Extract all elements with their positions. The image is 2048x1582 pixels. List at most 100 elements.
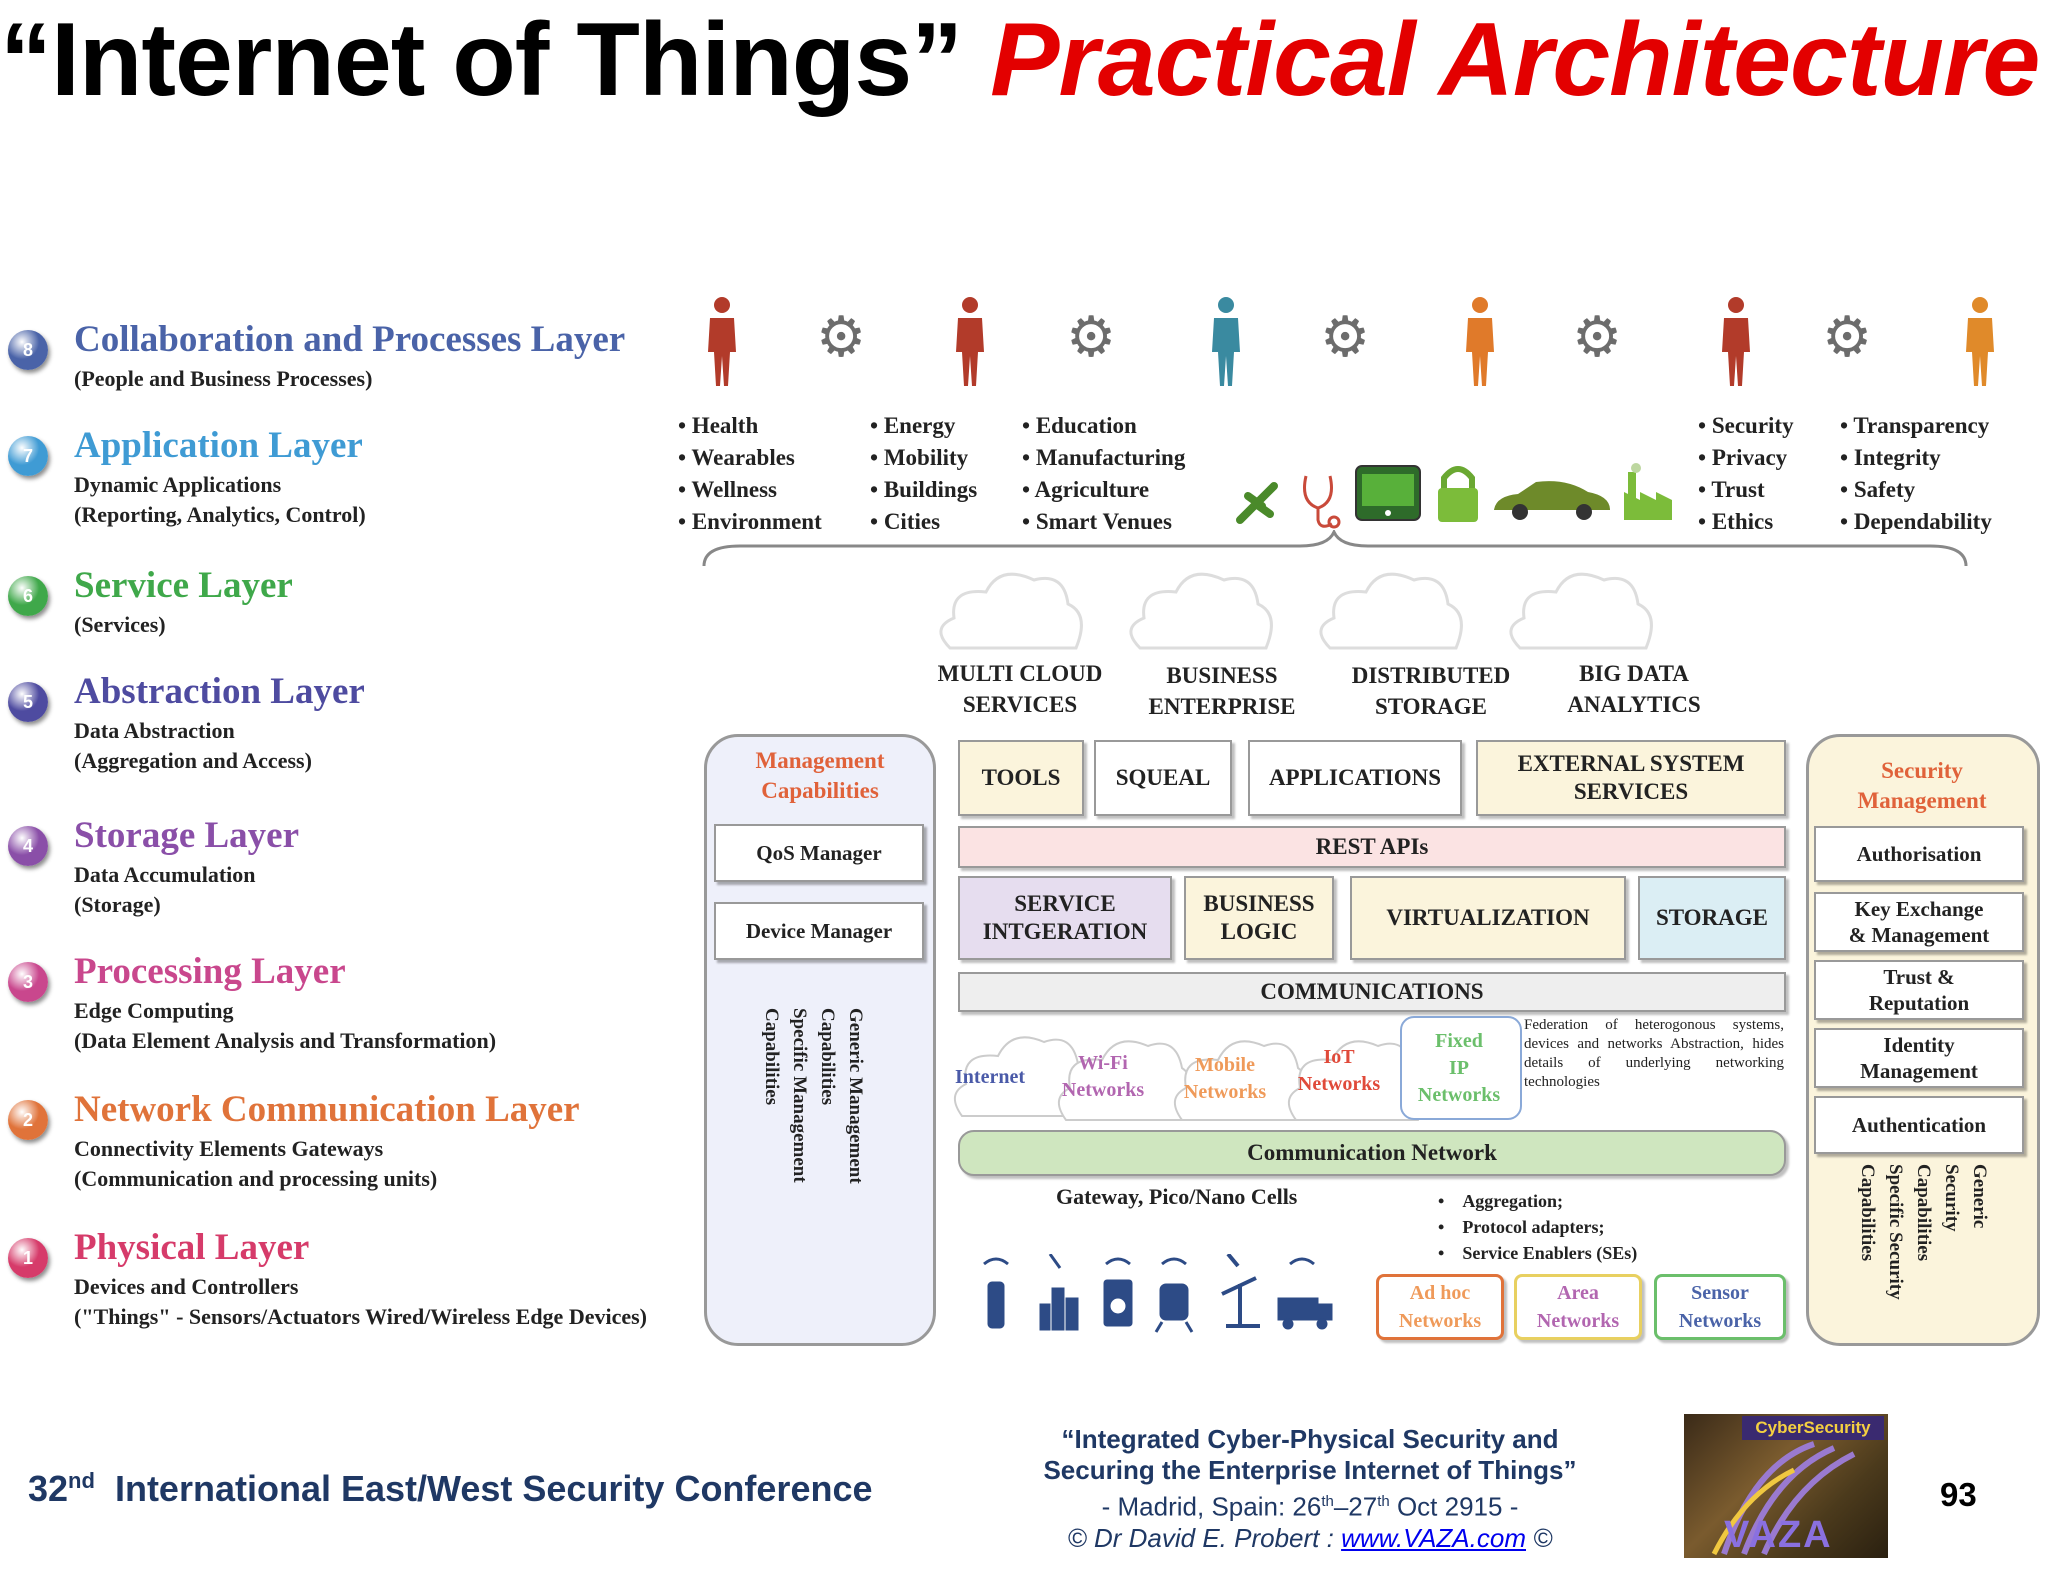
app-list-item: Health [678, 410, 822, 442]
layer-subtitle: Edge Computing [74, 998, 234, 1023]
rest-apis-bar: REST APIs [958, 826, 1786, 868]
talk-info: “Integrated Cyber-Physical Security and … [980, 1424, 1640, 1554]
sec-vert-3: Capabilities [1913, 1164, 1934, 1262]
mgmt-vert-4: Capabilities [761, 1008, 782, 1106]
app-list-item: Security [1698, 410, 1794, 442]
talk-line-4: © Dr David E. Probert : www.VAZA.com © [1067, 1522, 1553, 1553]
layer-number-badge: 8 [8, 330, 48, 370]
slide-title: “Internet of Things” Practical Architect… [0, 0, 2048, 120]
gear-icon: ⚙ [1320, 305, 1371, 370]
app-list-col1: HealthWearablesWellnessEnvironment [678, 410, 822, 538]
logo-top-text: CyberSecurity [1742, 1416, 1884, 1440]
layer-name: Service Layer [74, 565, 293, 606]
layer-subtitle: (Services) [74, 612, 166, 637]
storage-box: STORAGE [1638, 876, 1786, 960]
layer-name: Storage Layer [74, 815, 300, 856]
layer-number-badge: 7 [8, 436, 48, 476]
authentication-box: Authentication [1814, 1096, 2024, 1154]
layer-subtitle: (Communication and processing units) [74, 1166, 438, 1191]
applications-box: APPLICATIONS [1248, 740, 1462, 816]
layer-subtitle: Data Abstraction [74, 718, 235, 743]
app-list-item: Mobility [870, 442, 977, 474]
gear-icon: ⚙ [1822, 305, 1873, 370]
network-clouds [954, 1036, 1424, 1121]
tools-box: TOOLS [958, 740, 1084, 816]
mgmt-vert-3: Specific Management [789, 1008, 810, 1183]
sec-vert-4: Specific Security [1885, 1164, 1906, 1300]
person-icon [1966, 297, 1994, 386]
app-list-col4: SecurityPrivacyTrustEthics [1698, 410, 1794, 538]
layer-number-badge: 2 [8, 1100, 48, 1140]
app-list-item: Manufacturing [1022, 442, 1186, 474]
bullet-protocol: • Protocol adapters; [1438, 1217, 1605, 1237]
person-icon [1722, 297, 1750, 386]
squeal-box: SQUEAL [1094, 740, 1232, 816]
gear-icon: ⚙ [1572, 305, 1623, 370]
layer-name: Network Communication Layer [74, 1089, 580, 1130]
application-icons [1236, 463, 1672, 529]
bullet-aggregation: • Aggregation; [1438, 1191, 1563, 1211]
app-list-item: Dependability [1840, 506, 1992, 538]
management-vertical-text: Generic Management Capabilities Specific… [754, 1008, 874, 1238]
cloud-shapes [939, 572, 1653, 650]
gear-icon: ⚙ [1066, 305, 1117, 370]
layer-subtitle: Data Accumulation [74, 862, 256, 887]
fixed-ip-box [1400, 1016, 1522, 1120]
federation-text: Federation of heterogonous systems, devi… [1524, 1017, 1784, 1090]
app-list-item: Safety [1840, 474, 1992, 506]
app-list-item: Ethics [1698, 506, 1794, 538]
layer-number-badge: 6 [8, 576, 48, 616]
truck-icon [1277, 1257, 1333, 1330]
layer-name: Processing Layer [74, 951, 346, 992]
layer-name: Abstraction Layer [74, 671, 365, 712]
app-list-col5: TransparencyIntegritySafetyDependability [1840, 410, 1992, 538]
talk-line-3: - Madrid, Spain: 26th–27th Oct 2915 - [1101, 1491, 1519, 1522]
factory-icon [1624, 463, 1672, 520]
app-list-item: Energy [870, 410, 977, 442]
device-manager-box: Device Manager [714, 902, 924, 960]
person-icon [956, 297, 984, 386]
authorisation-box: Authorisation [1814, 826, 2024, 882]
city-icon [1039, 1254, 1079, 1331]
title-part-1: “Internet of Things” [0, 2, 963, 118]
person-icon [1466, 297, 1494, 386]
app-list-col3: EducationManufacturingAgricultureSmart V… [1022, 410, 1186, 538]
layer-number-badge: 4 [8, 826, 48, 866]
traffic-light-icon [983, 1257, 1009, 1329]
talk-line-1: “Integrated Cyber-Physical Security and [1061, 1424, 1559, 1454]
app-list-item: Transparency [1840, 410, 1992, 442]
vaza-link[interactable]: www.VAZA.com [1341, 1522, 1526, 1553]
app-list-item: Integrity [1840, 442, 1992, 474]
communications-bar: COMMUNICATIONS [958, 972, 1786, 1012]
layer-subtitle: (Data Element Analysis and Transformatio… [74, 1028, 497, 1053]
layer-subtitle: (Storage) [74, 892, 161, 917]
trust-reputation-box: Trust &Reputation [1814, 960, 2024, 1020]
layer-subtitle: Devices and Controllers [74, 1274, 299, 1299]
sec-vert-2: Security [1941, 1164, 1962, 1232]
app-list-item: Cities [870, 506, 977, 538]
layer-subtitle: (Reporting, Analytics, Control) [74, 502, 366, 527]
bullet-service-enablers: • Service Enablers (SEs) [1438, 1243, 1638, 1263]
title-part-2: Practical Architecture [990, 2, 2040, 118]
app-list-item: Environment [678, 506, 822, 538]
person-icon [708, 297, 736, 386]
application-brace [702, 530, 1968, 567]
app-list-item: Privacy [1698, 442, 1794, 474]
layer-number-badge: 5 [8, 682, 48, 722]
logo-bottom-text: VAZA [1724, 1514, 1833, 1556]
app-list-item: Smart Venues [1022, 506, 1185, 538]
layer-name: Collaboration and Processes Layer [74, 319, 626, 360]
app-list-item: Trust [1698, 474, 1794, 506]
